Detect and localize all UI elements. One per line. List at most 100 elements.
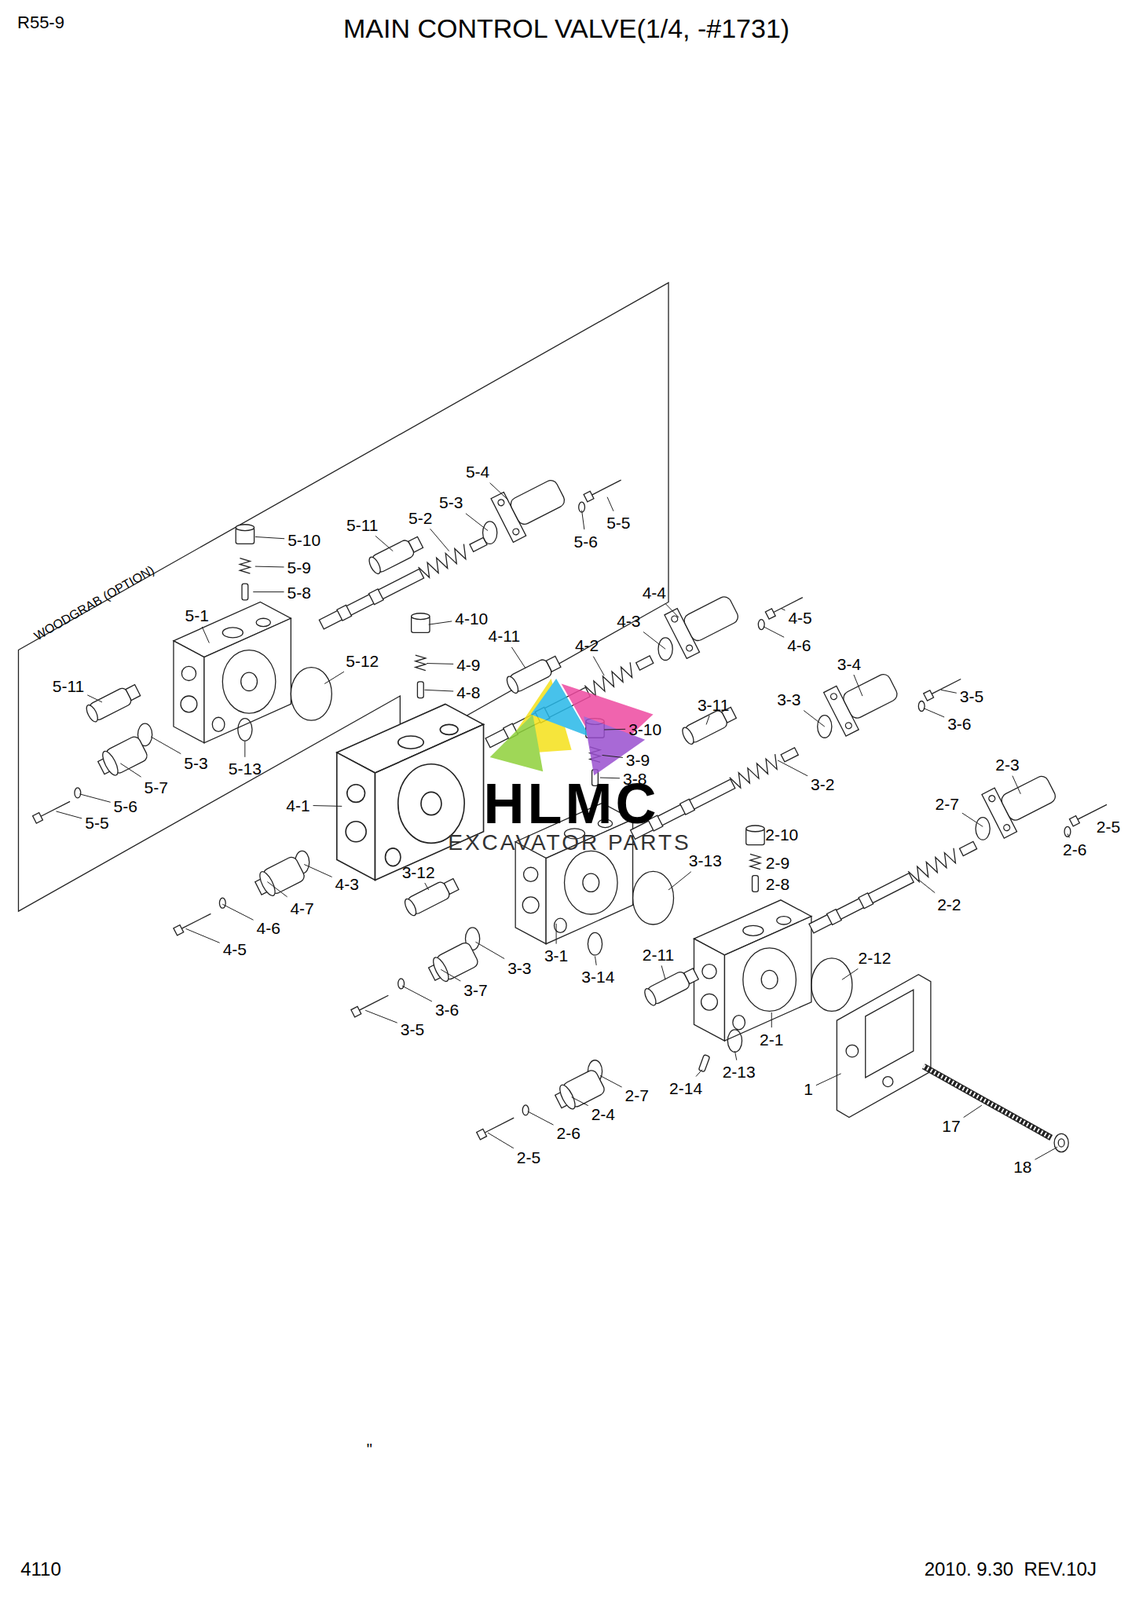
callout-number: 2-1 <box>759 1030 784 1048</box>
callout-number: 4-3 <box>335 875 359 893</box>
part-outline <box>411 613 430 634</box>
callout-number: 5-9 <box>287 559 312 576</box>
leader-line <box>222 904 253 920</box>
leader-line <box>777 760 808 777</box>
leader-line <box>963 1105 982 1118</box>
callout-number: 5-12 <box>345 651 379 669</box>
leader-line <box>556 923 557 945</box>
callout-number: 3-13 <box>688 852 722 869</box>
leader-line <box>780 607 785 611</box>
leader-line <box>267 882 287 898</box>
leader-line <box>665 603 679 618</box>
part-outline <box>522 1105 529 1116</box>
part-outline <box>698 1054 710 1073</box>
callout-number: 5-5 <box>606 514 630 532</box>
callout-number: 3-6 <box>435 1000 459 1018</box>
leader-line <box>375 535 393 551</box>
callout-number: 3-9 <box>626 750 650 768</box>
callout-number: 4-5 <box>787 609 812 627</box>
part-outline <box>918 700 925 711</box>
leader-line <box>527 1111 554 1125</box>
callout-number: 3-10 <box>628 720 662 737</box>
section-three <box>351 662 964 1018</box>
leader-line <box>607 497 614 512</box>
callout-number: 3-12 <box>402 863 436 880</box>
callout-number: 3-4 <box>837 655 861 672</box>
leader-line <box>201 626 209 644</box>
leader-line <box>582 510 585 530</box>
callout-number: 3-3 <box>507 959 532 976</box>
leader-line <box>668 871 692 890</box>
part-outline <box>824 662 905 737</box>
leader-line <box>428 621 453 625</box>
callout-number: 2-4 <box>591 1105 616 1122</box>
leader-line <box>424 882 429 890</box>
part-outline <box>366 534 425 576</box>
part-outline <box>398 978 405 989</box>
callout-number: 2-3 <box>995 756 1019 773</box>
sheet-note: WOODGRAB (OPTION) <box>31 564 156 644</box>
leader-line <box>593 656 605 676</box>
part-outline <box>252 855 307 901</box>
part-outline <box>808 838 979 935</box>
sheet-note: " <box>366 1441 373 1458</box>
callout-number: 2-7 <box>625 1087 649 1104</box>
callout-number: 2-2 <box>937 896 961 913</box>
part-outline <box>490 468 572 543</box>
part-outline <box>476 1114 517 1140</box>
callout-number: 5-2 <box>408 509 433 526</box>
leader-line <box>303 864 332 877</box>
callout-number: 3-1 <box>544 947 568 964</box>
callout-number: 5-10 <box>287 531 321 549</box>
callout-number: 5-3 <box>439 494 463 511</box>
part-outline <box>750 853 761 869</box>
callout-number: 4-10 <box>454 610 488 627</box>
leader-line <box>244 740 246 758</box>
leader-line <box>816 1073 842 1086</box>
leader-line <box>490 483 509 501</box>
leader-line <box>511 647 526 669</box>
callout-number: 4-6 <box>256 919 281 937</box>
watermark: HLMC <box>483 775 660 832</box>
part-outline <box>836 974 931 1118</box>
leader-line <box>1012 776 1021 795</box>
leader-line <box>853 674 863 696</box>
part-outline <box>1058 1139 1065 1147</box>
callout-number: 2-13 <box>722 1063 756 1081</box>
leader-line <box>695 1069 703 1077</box>
part-outline <box>923 675 964 701</box>
part-outline <box>235 524 254 545</box>
callout-number: 5-6 <box>574 532 598 550</box>
leader-line <box>255 536 285 539</box>
leader-line <box>602 754 623 758</box>
leader-line <box>706 715 710 725</box>
part-outline <box>483 521 498 545</box>
part-outline <box>417 681 424 699</box>
leader-line <box>763 626 784 638</box>
part-outline <box>219 897 226 909</box>
part-outline <box>758 619 765 630</box>
part-outline <box>351 992 391 1018</box>
leader-line <box>803 710 825 728</box>
section-two <box>476 765 1110 1140</box>
part-outline <box>415 655 426 671</box>
leader-line <box>324 671 345 684</box>
leader-line <box>120 763 141 777</box>
leader-line <box>941 689 957 693</box>
part-outline <box>811 958 853 1012</box>
section-four <box>173 585 805 936</box>
part-outline <box>425 941 480 986</box>
callout-number: 2-7 <box>935 794 960 812</box>
callout-number: 2-8 <box>765 875 790 893</box>
leader-line <box>600 1075 623 1088</box>
leader-line <box>55 811 82 819</box>
leader-line <box>440 969 461 982</box>
sheet-note: 2010. 9.30 REV.10J <box>924 1560 1097 1579</box>
part-outline <box>752 875 759 893</box>
callout-number: 3-2 <box>810 775 835 792</box>
leader-line <box>734 1051 737 1060</box>
part-outline <box>975 817 990 841</box>
part-outline <box>238 718 253 742</box>
callout-number: 5-4 <box>465 463 490 480</box>
